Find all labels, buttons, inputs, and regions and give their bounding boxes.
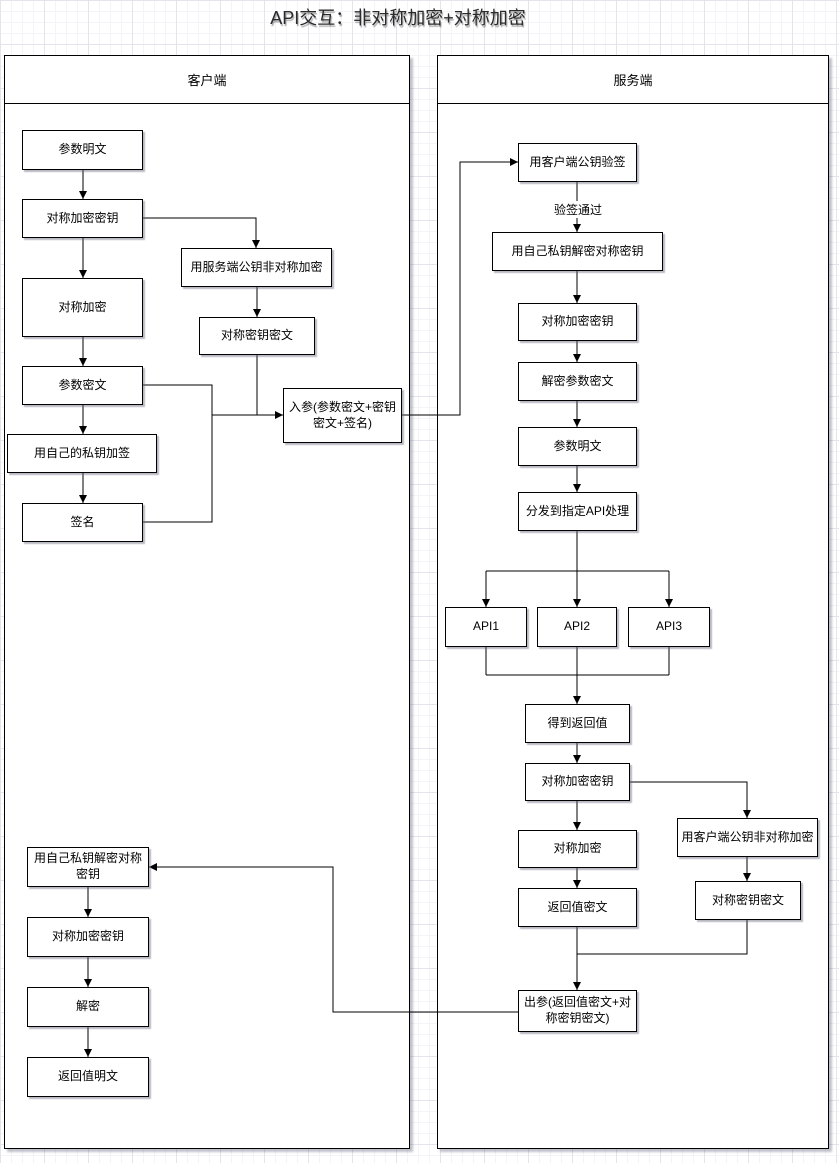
node-server-decrypt-param-cipher: 解密参数密文 [518, 362, 637, 401]
node-client-param-plaintext: 参数明文 [22, 130, 143, 170]
client-container-title: 客户端 [5, 56, 409, 104]
node-request-params: 入参(参数密文+密钥密文+签名) [283, 388, 402, 443]
node-client-decrypt: 解密 [27, 987, 149, 1027]
node-client-sym-encrypt: 对称加密 [22, 278, 143, 337]
node-client-sign-private-key: 用自己的私钥加签 [7, 434, 157, 473]
node-client-decrypt-sym-key: 用自己私钥解密对称密钥 [27, 847, 149, 887]
node-client-asym-encrypt-server-pubkey: 用服务端公钥非对称加密 [181, 248, 332, 287]
node-api2: API2 [537, 607, 617, 647]
server-container: 服务端 [437, 55, 829, 1149]
node-server-sym-key-cipher: 对称密钥密文 [695, 881, 801, 920]
node-client-signature: 签名 [22, 503, 143, 542]
node-server-param-plaintext: 参数明文 [518, 427, 637, 466]
node-server-sym-key-2: 对称加密密钥 [525, 763, 630, 801]
node-server-get-return-value: 得到返回值 [525, 704, 630, 743]
node-client-param-cipher: 参数密文 [22, 366, 143, 405]
node-server-return-cipher: 返回值密文 [518, 888, 637, 927]
node-response-params: 出参(返回值密文+对称密钥密文) [518, 990, 637, 1032]
verify-pass-label: 验签通过 [552, 201, 605, 218]
node-server-asym-encrypt-client-pubkey: 用客户端公钥非对称加密 [677, 818, 818, 857]
node-client-sym-key: 对称加密密钥 [22, 199, 143, 238]
server-container-title: 服务端 [438, 56, 828, 104]
node-client-sym-key-2: 对称加密密钥 [27, 917, 149, 957]
node-server-dispatch-api: 分发到指定API处理 [518, 492, 637, 531]
node-api1: API1 [445, 607, 527, 647]
node-client-return-plaintext: 返回值明文 [27, 1057, 149, 1097]
diagram-title: API交互：非对称加密+对称加密 [270, 8, 526, 28]
node-server-sym-key: 对称加密密钥 [518, 303, 637, 341]
node-client-sym-key-cipher: 对称密钥密文 [199, 317, 315, 355]
node-server-sym-encrypt: 对称加密 [518, 830, 637, 868]
node-api3: API3 [628, 607, 710, 647]
node-server-verify-sign: 用客户端公钥验签 [518, 143, 637, 182]
node-server-decrypt-sym-key: 用自己私钥解密对称密钥 [492, 232, 663, 271]
